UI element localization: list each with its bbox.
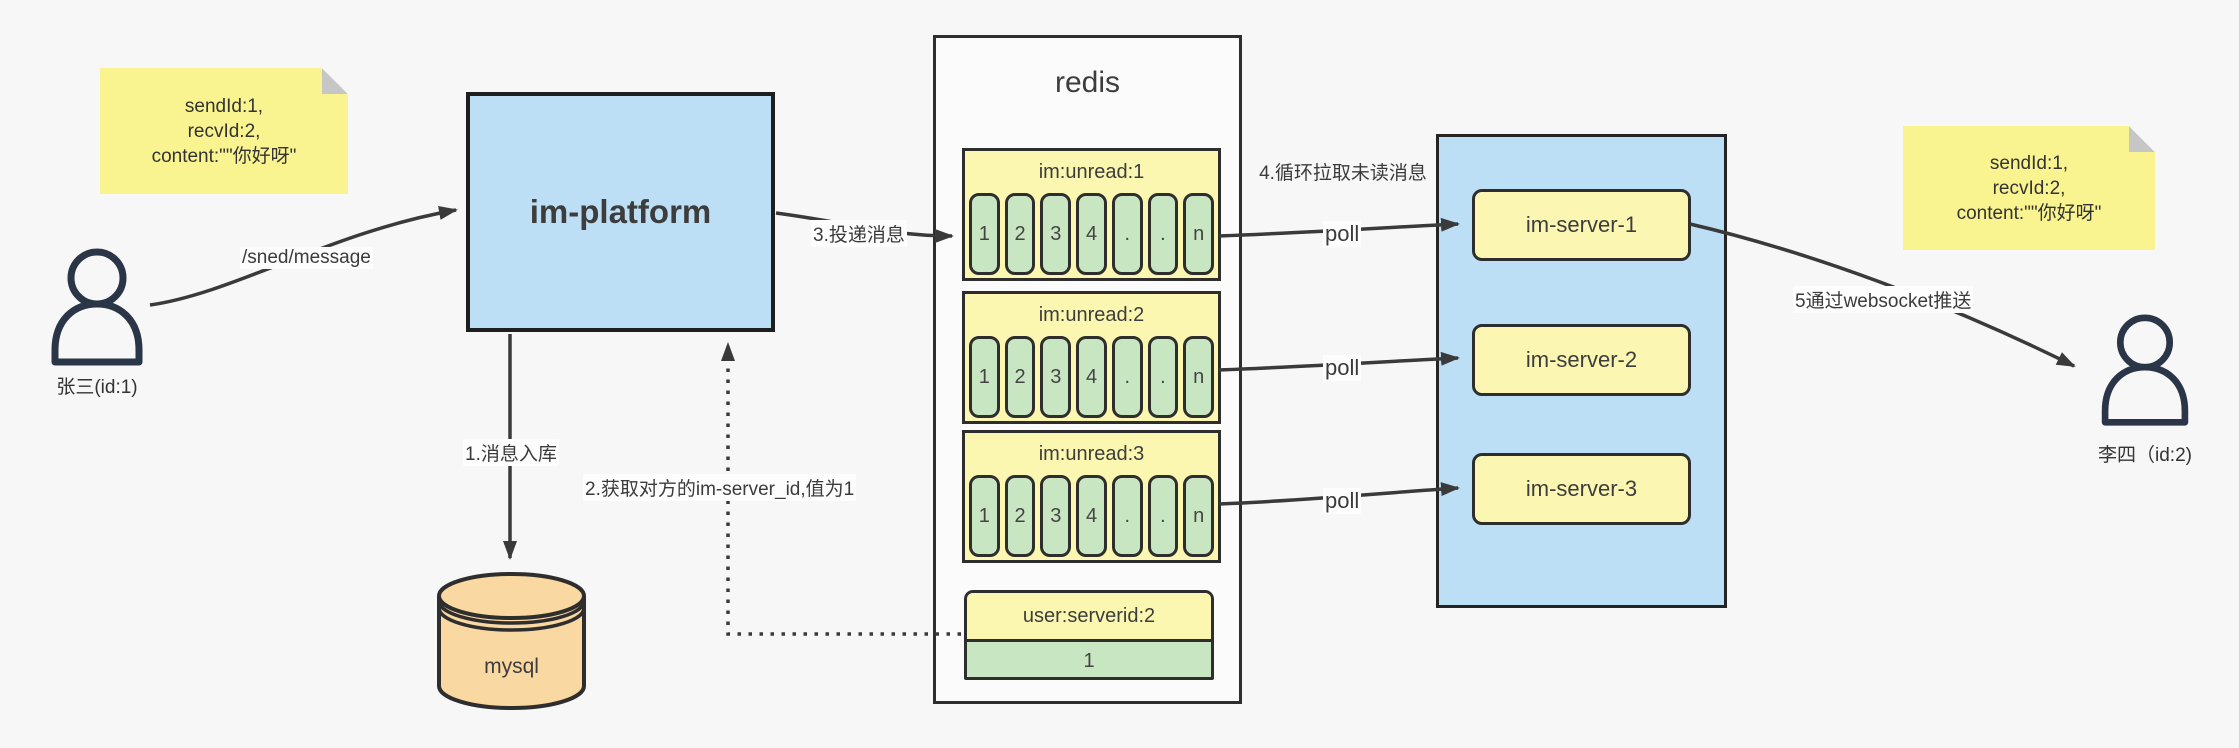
note-line: sendId:1, bbox=[1989, 152, 2069, 174]
list-cell: 1 bbox=[969, 193, 1000, 275]
list-cell: 4 bbox=[1076, 193, 1107, 275]
note-line: sendId:1, bbox=[184, 95, 264, 117]
edge-label-poll-1: poll bbox=[1323, 221, 1362, 247]
note-line: content:""你好呀" bbox=[151, 145, 297, 167]
kv-value: 1 bbox=[967, 642, 1211, 677]
redis-container: redis im:unread:1 1 2 3 4 . . n im:unrea… bbox=[933, 35, 1242, 704]
list-cell: n bbox=[1183, 475, 1215, 557]
list-cell: 1 bbox=[969, 336, 1000, 418]
list-cell: 2 bbox=[1004, 193, 1036, 275]
list-cell: 3 bbox=[1040, 336, 1072, 418]
edge-label-step4: 4.循环拉取未读消息 bbox=[1259, 163, 1427, 184]
redis-list-cells: 1 2 3 4 . . n bbox=[965, 336, 1218, 418]
sticky-note-right: sendId:1, recvId:2, content:""你好呀" bbox=[1903, 126, 2155, 250]
receiver-label: 李四（id:2) bbox=[2098, 445, 2192, 466]
redis-list-unread-3: im:unread:3 1 2 3 4 . . n bbox=[962, 430, 1221, 563]
im-server-2-box: im-server-2 bbox=[1472, 324, 1691, 396]
list-cell: 4 bbox=[1076, 475, 1107, 557]
list-cell: 3 bbox=[1040, 475, 1072, 557]
redis-list-cells: 1 2 3 4 . . n bbox=[965, 475, 1218, 557]
redis-title: redis bbox=[1054, 66, 1121, 99]
kv-header: user:serverid:2 bbox=[967, 593, 1211, 642]
edge-label-poll-3: poll bbox=[1323, 488, 1362, 514]
list-cell: 2 bbox=[1004, 475, 1036, 557]
list-cell: . bbox=[1147, 193, 1179, 275]
redis-list-unread-2: im:unread:2 1 2 3 4 . . n bbox=[962, 291, 1221, 424]
redis-list-cells: 1 2 3 4 . . n bbox=[965, 193, 1218, 275]
list-cell: n bbox=[1183, 336, 1215, 418]
list-cell: 3 bbox=[1040, 193, 1072, 275]
redis-kv-user-serverid: user:serverid:2 1 bbox=[964, 590, 1214, 680]
list-cell: . bbox=[1147, 475, 1179, 557]
person-icon-sender bbox=[51, 248, 143, 366]
note-line: recvId:2, bbox=[187, 120, 261, 142]
list-cell: n bbox=[1183, 193, 1215, 275]
database-cylinder-icon bbox=[437, 572, 586, 710]
redis-list-header: im:unread:1 bbox=[1038, 160, 1145, 183]
list-cell: . bbox=[1111, 193, 1143, 275]
edge-label-step5: 5通过websocket推送 bbox=[1793, 286, 1974, 313]
note-line: recvId:2, bbox=[1992, 177, 2066, 199]
redis-list-unread-1: im:unread:1 1 2 3 4 . . n bbox=[962, 148, 1221, 281]
list-cell: 4 bbox=[1076, 336, 1107, 418]
list-cell: . bbox=[1111, 475, 1143, 557]
sticky-note-left: sendId:1, recvId:2, content:""你好呀" bbox=[100, 68, 348, 194]
redis-list-header: im:unread:2 bbox=[1038, 303, 1145, 326]
redis-list-header: im:unread:3 bbox=[1038, 442, 1145, 465]
sender-label: 张三(id:1) bbox=[56, 377, 138, 398]
im-server-3-box: im-server-3 bbox=[1472, 453, 1691, 525]
edge-label-send-message: /sned/message bbox=[240, 247, 373, 269]
im-server-1-box: im-server-1 bbox=[1472, 189, 1691, 261]
list-cell: 1 bbox=[969, 475, 1000, 557]
list-cell: 2 bbox=[1004, 336, 1036, 418]
list-cell: . bbox=[1147, 336, 1179, 418]
edge-label-poll-2: poll bbox=[1323, 355, 1362, 381]
person-icon-receiver bbox=[2101, 314, 2189, 426]
database-label: mysql bbox=[484, 655, 539, 678]
edge-label-step1: 1.消息入库 bbox=[463, 439, 559, 466]
im-server-cluster: im-server-1 im-server-2 im-server-3 bbox=[1436, 134, 1727, 608]
im-platform-box: im-platform bbox=[466, 92, 775, 332]
edge-label-step2: 2.获取对方的im-server_id,值为1 bbox=[583, 474, 857, 501]
note-line: content:""你好呀" bbox=[1956, 202, 2102, 224]
edge-label-step3: 3.投递消息 bbox=[811, 220, 907, 247]
list-cell: . bbox=[1111, 336, 1143, 418]
